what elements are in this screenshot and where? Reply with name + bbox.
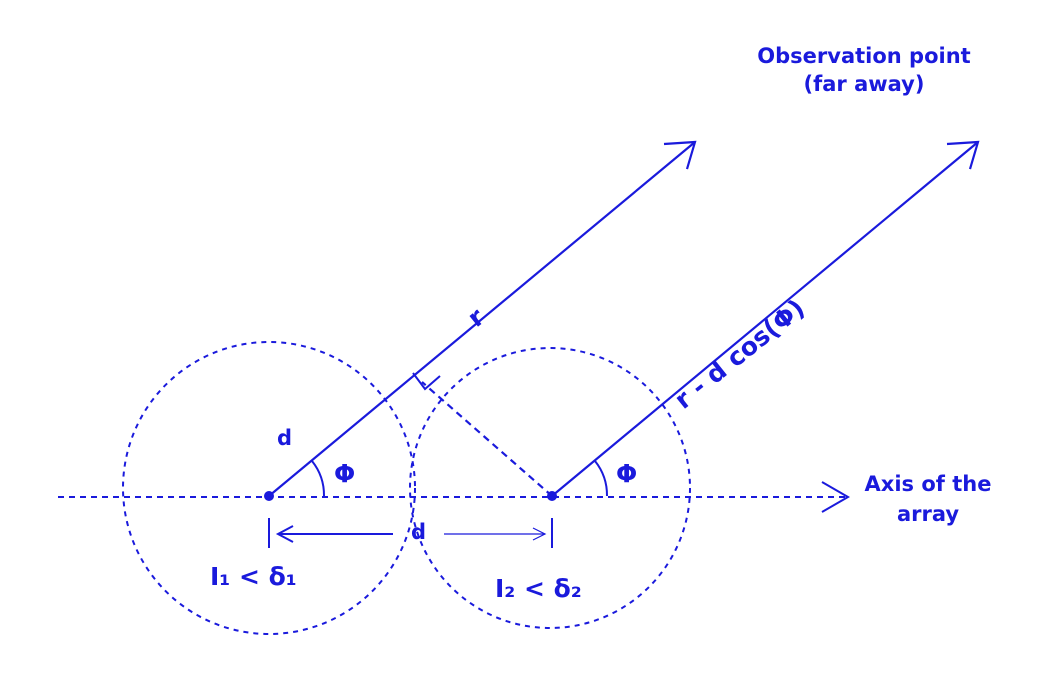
left-element-dot: [264, 491, 274, 501]
left-element-circle: [122, 341, 416, 635]
current-right-label: I₂ < δ₂: [495, 574, 582, 603]
angle-phi-right-label: Φ: [616, 459, 638, 488]
array-axis-arrowhead: [821, 481, 851, 513]
array-axis-label-line1: Axis of the: [864, 472, 992, 496]
element-separation-d-label: d: [411, 520, 427, 544]
separation-arrowhead-right: [532, 527, 547, 541]
right-angle-marker: [412, 372, 441, 391]
ray-path-difference-line: [551, 141, 979, 497]
array-axis-label-line2: array: [896, 502, 960, 526]
angle-phi-left-label: Φ: [334, 459, 356, 488]
separation-arrowhead-left: [275, 525, 294, 543]
angle-arc-right: [594, 460, 609, 497]
circle-radius-d-label: d: [277, 426, 293, 450]
perpendicular-projection-line: [421, 381, 553, 497]
ray-path-difference-arrowhead: [946, 140, 980, 170]
right-element-circle: [409, 347, 691, 629]
current-left-label: I₁ < δ₁: [210, 562, 297, 591]
array-axis-label: Axis of the array: [858, 472, 998, 526]
right-element-dot: [547, 491, 557, 501]
ray-r-arrowhead: [663, 140, 697, 170]
observation-point-label: Observation point (far away): [734, 44, 994, 96]
angle-arc-left: [311, 460, 326, 497]
ray-r-line: [268, 141, 696, 497]
observation-point-line2: (far away): [803, 72, 925, 96]
observation-point-line1: Observation point: [757, 44, 971, 68]
